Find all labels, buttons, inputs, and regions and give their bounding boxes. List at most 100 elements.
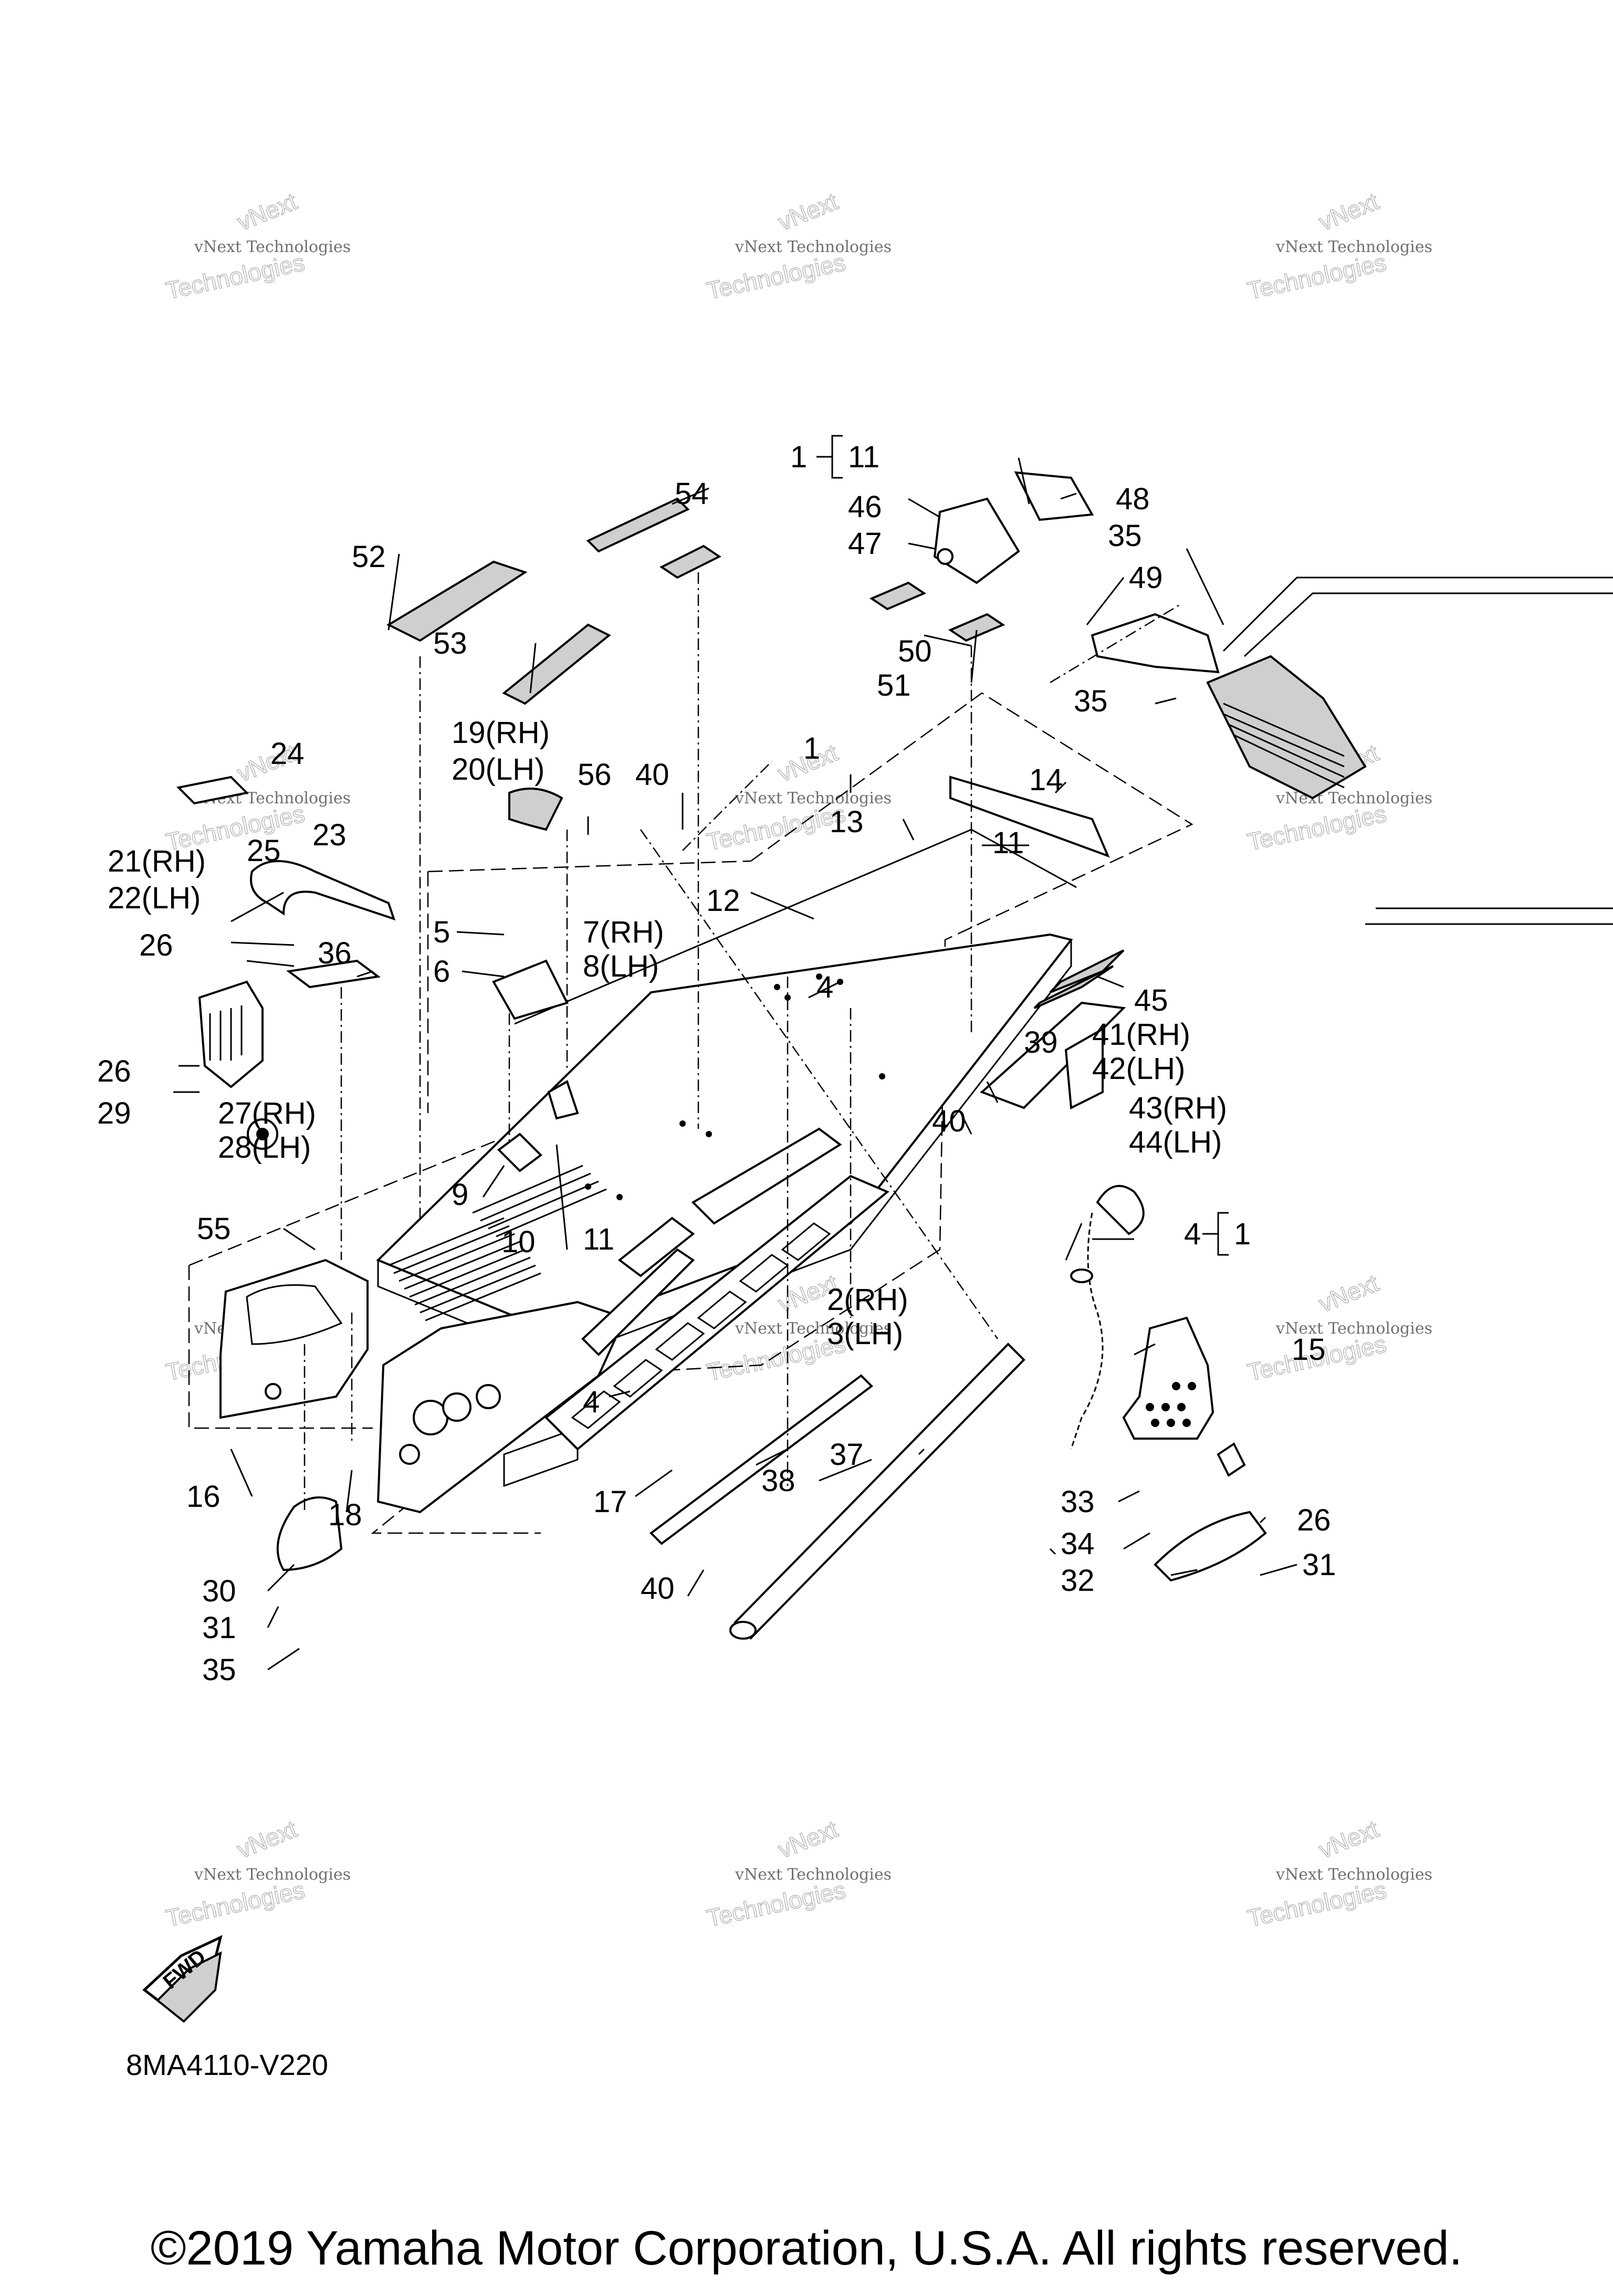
callout-11: 11 bbox=[992, 826, 1024, 860]
callout-44-lh: 44(LH) bbox=[1129, 1125, 1222, 1159]
callout-4: 4 bbox=[816, 970, 833, 1004]
callout-46: 46 bbox=[848, 490, 882, 524]
chassis-tunnel bbox=[376, 829, 1077, 1361]
callout-51: 51 bbox=[877, 668, 911, 703]
watermark-text: vNext Technologies bbox=[735, 789, 892, 808]
callout-35: 35 bbox=[202, 1653, 236, 1687]
callout-30: 30 bbox=[202, 1574, 236, 1608]
watermark-outline: Technologies bbox=[704, 248, 847, 305]
callout-26: 26 bbox=[1297, 1503, 1331, 1537]
callout-9: 9 bbox=[452, 1178, 468, 1212]
callout-34: 34 bbox=[1061, 1527, 1095, 1561]
watermark-outline: Technologies bbox=[704, 1876, 847, 1932]
rear-crossmember bbox=[949, 775, 1110, 858]
watermark-outline: Technologies bbox=[163, 248, 307, 305]
callout-23: 23 bbox=[312, 818, 347, 852]
callout-15: 15 bbox=[1292, 1333, 1326, 1367]
watermark-outline: vNext bbox=[233, 187, 301, 236]
callout-1: 1 bbox=[790, 440, 807, 474]
callout-26: 26 bbox=[139, 928, 173, 962]
front-bulkhead bbox=[219, 1259, 369, 1419]
callout-22-lh: 22(LH) bbox=[108, 881, 201, 915]
callout-14: 14 bbox=[1029, 763, 1063, 797]
callout-10: 10 bbox=[501, 1225, 536, 1259]
watermark-outline: vNext bbox=[1315, 1815, 1382, 1863]
diagram-code: 8MA4110-V220 bbox=[126, 2048, 328, 2081]
callout-6: 6 bbox=[433, 955, 450, 989]
callout-40: 40 bbox=[932, 1104, 966, 1138]
callout-32: 32 bbox=[1061, 1564, 1095, 1598]
callout-4: 4 bbox=[583, 1385, 600, 1419]
callout-28-lh: 28(LH) bbox=[218, 1130, 311, 1165]
watermark-text: vNext Technologies bbox=[1275, 1865, 1432, 1884]
watermark-outline: vNext bbox=[1315, 187, 1382, 236]
watermark-text: vNext Technologies bbox=[735, 1865, 892, 1884]
left-brackets bbox=[176, 775, 396, 1150]
watermark-text: vNext Technologies bbox=[194, 1865, 351, 1884]
watermark-outline: Technologies bbox=[1245, 800, 1388, 856]
watermark-text: vNext Technologies bbox=[1275, 238, 1432, 256]
callout-4: 4 bbox=[1184, 1217, 1201, 1251]
watermark-outline: vNext bbox=[1315, 1269, 1382, 1317]
callout-39: 39 bbox=[1024, 1025, 1058, 1060]
watermark-outline: Technologies bbox=[704, 1330, 847, 1386]
watermark-outline: Technologies bbox=[1245, 1876, 1388, 1932]
watermark-outline: vNext bbox=[774, 1815, 842, 1863]
callout-35: 35 bbox=[1108, 519, 1142, 553]
callout-56: 56 bbox=[578, 758, 612, 792]
small-parts bbox=[492, 788, 579, 1172]
watermark-outline: vNext bbox=[233, 1815, 301, 1863]
copyright-notice: ©2019 Yamaha Motor Corporation, U.S.A. A… bbox=[150, 2221, 1463, 2275]
callout-50: 50 bbox=[898, 634, 932, 668]
callout-20-lh: 20(LH) bbox=[452, 752, 544, 787]
rear-flap bbox=[1091, 613, 1220, 674]
callout-36: 36 bbox=[318, 936, 352, 970]
callout-40: 40 bbox=[635, 758, 669, 792]
callout-13: 13 bbox=[830, 805, 864, 839]
callout-53: 53 bbox=[433, 626, 467, 661]
side-panel bbox=[376, 1301, 626, 1514]
callout-11: 11 bbox=[848, 440, 879, 474]
taillight bbox=[933, 471, 1094, 584]
callout-27-rh: 27(RH) bbox=[218, 1096, 316, 1130]
watermark-outline: Technologies bbox=[163, 1876, 307, 1932]
callout-54: 54 bbox=[675, 477, 709, 511]
callout-12: 12 bbox=[706, 884, 740, 918]
callout-25: 25 bbox=[247, 834, 281, 868]
callout-24: 24 bbox=[270, 737, 305, 771]
watermark-text: vNext Technologies bbox=[735, 1319, 892, 1338]
callout-21-rh: 21(RH) bbox=[108, 844, 206, 878]
callout-33: 33 bbox=[1061, 1485, 1095, 1519]
step-parts bbox=[276, 1316, 1267, 1582]
callout-55: 55 bbox=[197, 1212, 231, 1246]
callout-31: 31 bbox=[202, 1611, 236, 1645]
callout-49: 49 bbox=[1129, 561, 1163, 595]
watermark-text: vNext Technologies bbox=[735, 238, 892, 256]
callout-1: 1 bbox=[1234, 1217, 1251, 1251]
mats-and-decals bbox=[386, 497, 1125, 993]
watermark-text: vNext Technologies bbox=[1275, 1319, 1432, 1338]
callout-35: 35 bbox=[1074, 684, 1108, 718]
callout-40: 40 bbox=[641, 1571, 675, 1606]
callout-45: 45 bbox=[1134, 983, 1168, 1018]
callout-41-rh: 41(RH) bbox=[1092, 1018, 1190, 1052]
callout-42-lh: 42(LH) bbox=[1092, 1052, 1185, 1086]
callout-7-rh: 7(RH) bbox=[583, 915, 664, 949]
callout-43-rh: 43(RH) bbox=[1129, 1091, 1227, 1125]
fwd-arrow-icon: FWD bbox=[142, 1935, 223, 2023]
watermark-text: vNext Technologies bbox=[194, 238, 351, 256]
rails bbox=[649, 1343, 1025, 1640]
leader-lines bbox=[173, 457, 1297, 1671]
callout-26: 26 bbox=[97, 1054, 131, 1088]
callout-8-lh: 8(LH) bbox=[583, 949, 659, 983]
callout-11: 11 bbox=[583, 1222, 614, 1256]
callouts: 1 11 48 46 47 35 54 52 49 53 50 51 35 1 … bbox=[97, 435, 1336, 1687]
callout-38: 38 bbox=[761, 1464, 795, 1498]
callout-47: 47 bbox=[848, 527, 882, 561]
callout-3-lh: 3(LH) bbox=[827, 1317, 903, 1351]
callout-2-rh: 2(RH) bbox=[827, 1283, 908, 1317]
callout-31: 31 bbox=[1302, 1548, 1336, 1582]
right-parts bbox=[980, 965, 1145, 1450]
running-board bbox=[544, 1127, 889, 1451]
callout-48: 48 bbox=[1116, 482, 1150, 516]
